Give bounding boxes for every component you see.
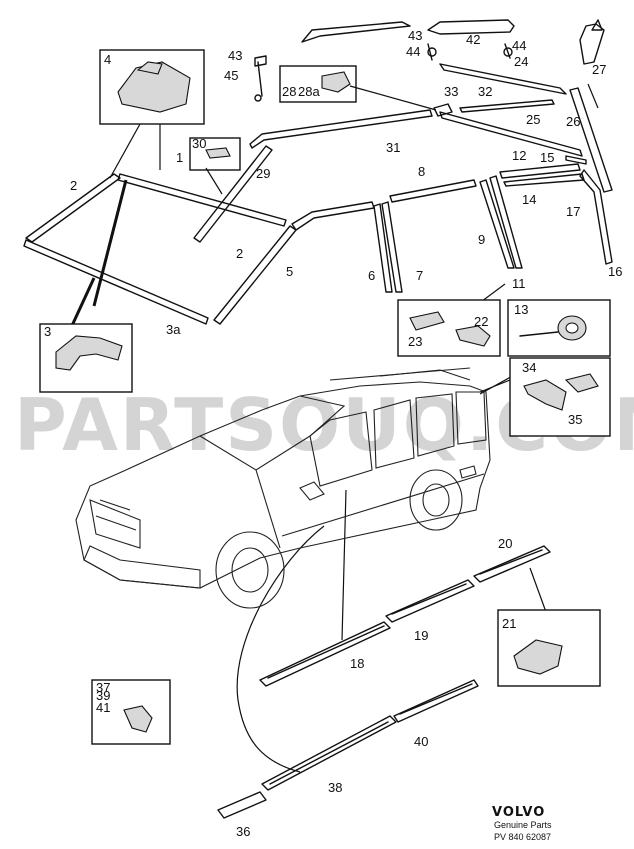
callout-37: 37 <box>96 680 110 695</box>
clip-box-41 <box>91 679 171 745</box>
sill-moulding-36-38-40 <box>217 679 479 819</box>
callout-29: 29 <box>256 166 270 181</box>
callout-13: 13 <box>514 302 528 317</box>
windscreen-moulding-1 <box>117 173 287 227</box>
callout-3a: 3a <box>166 322 181 337</box>
callout-2b: 2 <box>236 246 243 261</box>
door-mouldings-6-7-8 <box>373 179 477 293</box>
brand-logo: VOLVO <box>492 805 545 820</box>
callout-43b: 43 <box>408 28 422 43</box>
callout-11: 11 <box>512 276 526 291</box>
bolt-43-45 <box>254 43 513 102</box>
callout-31: 31 <box>386 140 400 155</box>
callout-42: 42 <box>466 32 480 47</box>
callout-26: 26 <box>566 114 580 129</box>
callout-1: 1 <box>176 150 183 165</box>
brand-block: VOLVO Genuine Parts PV 840 62087 <box>492 805 552 842</box>
quarter-moulding-16-17 <box>565 155 613 265</box>
side-moulding-19 <box>385 579 475 623</box>
roof-moulding-5 <box>291 201 375 231</box>
clip-box-34-35 <box>509 357 611 437</box>
rail-strips-24-32-25-31 <box>249 63 583 157</box>
screw-box-22-23 <box>397 299 501 357</box>
pillar-moulding-29 <box>193 145 273 243</box>
callout-20: 20 <box>498 536 512 551</box>
clip-box-21 <box>497 609 601 687</box>
brand-subtitle: Genuine Parts <box>494 820 552 830</box>
callout-18: 18 <box>350 656 364 671</box>
windscreen-side-2 <box>25 173 297 325</box>
callout-39: 39 <box>96 688 110 703</box>
callout-34: 34 <box>522 360 536 375</box>
callout-28: 28 <box>282 84 296 99</box>
callout-27: 27 <box>592 62 606 77</box>
callout-17: 17 <box>566 204 580 219</box>
callout-45: 45 <box>224 68 238 83</box>
callout-8: 8 <box>418 164 425 179</box>
callout-21: 21 <box>502 616 516 631</box>
callout-38: 38 <box>328 780 342 795</box>
callout-43a: 43 <box>228 48 242 63</box>
callout-4: 4 <box>104 52 111 67</box>
callout-7: 7 <box>416 268 423 283</box>
roof-rail-42 <box>301 19 515 43</box>
leader-lines <box>68 83 599 773</box>
callout-44b: 44 <box>512 38 526 53</box>
clip-30 <box>189 137 241 171</box>
callout-33: 33 <box>444 84 458 99</box>
callout-labels: 1 2 2 3 3a 4 5 6 7 8 9 11 12 13 14 15 16… <box>44 28 622 839</box>
callout-25: 25 <box>526 112 540 127</box>
brand-code: PV 840 62087 <box>494 832 551 842</box>
callout-36: 36 <box>236 824 250 839</box>
callout-41: 41 <box>96 700 110 715</box>
callout-9: 9 <box>478 232 485 247</box>
clip-28a <box>279 65 357 103</box>
callout-5: 5 <box>286 264 293 279</box>
callout-28a: 28a <box>298 84 320 99</box>
clip-box-4 <box>99 49 205 125</box>
callout-40: 40 <box>414 734 428 749</box>
callout-19: 19 <box>414 628 428 643</box>
tape-box-13 <box>507 299 611 357</box>
callout-14: 14 <box>522 192 536 207</box>
callout-24: 24 <box>514 54 528 69</box>
car-body <box>75 367 491 609</box>
callout-44a: 44 <box>406 44 420 59</box>
callout-22: 22 <box>474 314 488 329</box>
clip-box-3 <box>39 323 133 393</box>
callout-12: 12 <box>512 148 526 163</box>
callout-2a: 2 <box>70 178 77 193</box>
callout-23: 23 <box>408 334 422 349</box>
callout-15: 15 <box>540 150 554 165</box>
side-moulding-18 <box>259 621 391 687</box>
callout-3: 3 <box>44 324 51 339</box>
side-moulding-20 <box>473 545 551 583</box>
callout-6: 6 <box>368 268 375 283</box>
callout-35: 35 <box>568 412 582 427</box>
callout-16: 16 <box>608 264 622 279</box>
callout-32: 32 <box>478 84 492 99</box>
windscreen-lower-3a <box>23 239 209 325</box>
strip-26-27 <box>569 19 613 193</box>
callout-30: 30 <box>192 136 206 151</box>
